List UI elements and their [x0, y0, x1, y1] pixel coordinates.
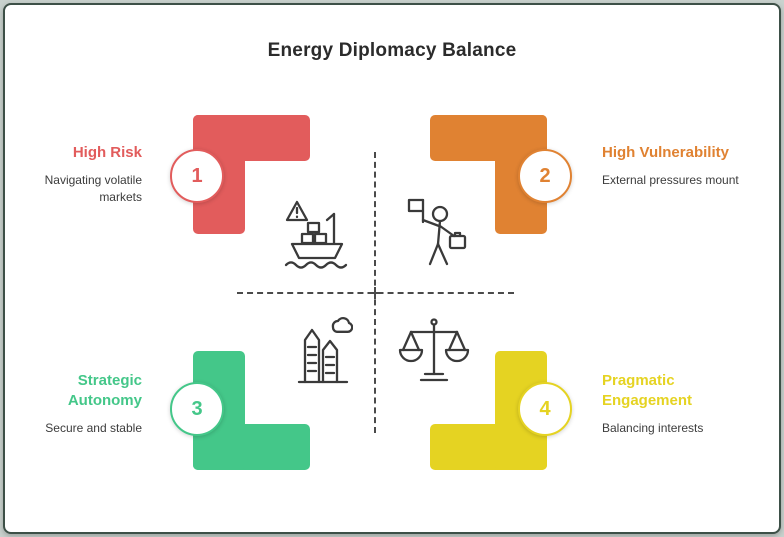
- center-cross-marker: [369, 287, 381, 299]
- quadrant-subtext: Navigating volatile markets: [44, 172, 142, 204]
- quadrant-heading: High Risk: [72, 144, 142, 161]
- quadrant-text-block: High Vulnerability External pressures mo…: [602, 143, 772, 189]
- quadrant-text-block: Pragmatic Engagement Balancing interests: [602, 371, 772, 436]
- cargo-ship-warning-icon: [276, 196, 358, 276]
- diagram-card: [3, 3, 781, 534]
- step-number-badge: 3: [170, 382, 224, 436]
- diagram-title: Energy Diplomacy Balance: [267, 40, 517, 61]
- quadrant-heading: High Vulnerability: [602, 144, 729, 161]
- quadrant-heading: Strategic Autonomy: [67, 372, 142, 409]
- quadrant-heading: Pragmatic Engagement: [602, 372, 693, 409]
- person-flag-icon: [403, 194, 473, 274]
- balance-scale-icon: [394, 314, 474, 390]
- step-number-badge: 2: [518, 149, 572, 203]
- skyscrapers-cloud-icon: [293, 310, 353, 390]
- quadrant-text-block: Strategic Autonomy Secure and stable: [14, 371, 142, 436]
- quadrant-subtext: External pressures mount: [602, 172, 739, 187]
- quadrant-text-block: High Risk Navigating volatile markets: [14, 143, 142, 205]
- step-number-badge: 1: [170, 149, 224, 203]
- step-number-badge: 4: [518, 382, 572, 436]
- quadrant-subtext: Secure and stable: [45, 420, 142, 435]
- quadrant-subtext: Balancing interests: [602, 420, 704, 435]
